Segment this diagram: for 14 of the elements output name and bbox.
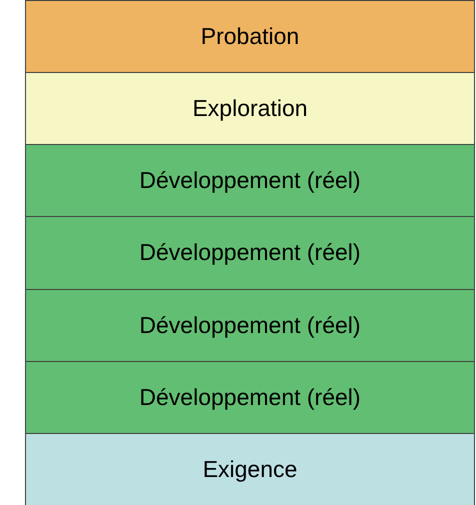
stage-label: Développement (réel) bbox=[139, 167, 361, 194]
stage-band bbox=[25, 288, 475, 362]
stage-label: Exigence bbox=[202, 456, 298, 483]
stage-band bbox=[25, 0, 475, 74]
stage-label: Développement (réel) bbox=[139, 312, 361, 339]
stage-band bbox=[25, 144, 475, 218]
stage-label: Probation bbox=[200, 23, 300, 50]
stage-band bbox=[25, 216, 475, 290]
stage-label: Exploration bbox=[192, 95, 308, 122]
stage-label: Développement (réel) bbox=[139, 239, 361, 266]
stage-band bbox=[25, 72, 475, 146]
stage-label: Développement (réel) bbox=[139, 384, 361, 411]
stage-band bbox=[25, 432, 475, 505]
stage-band bbox=[25, 360, 475, 434]
